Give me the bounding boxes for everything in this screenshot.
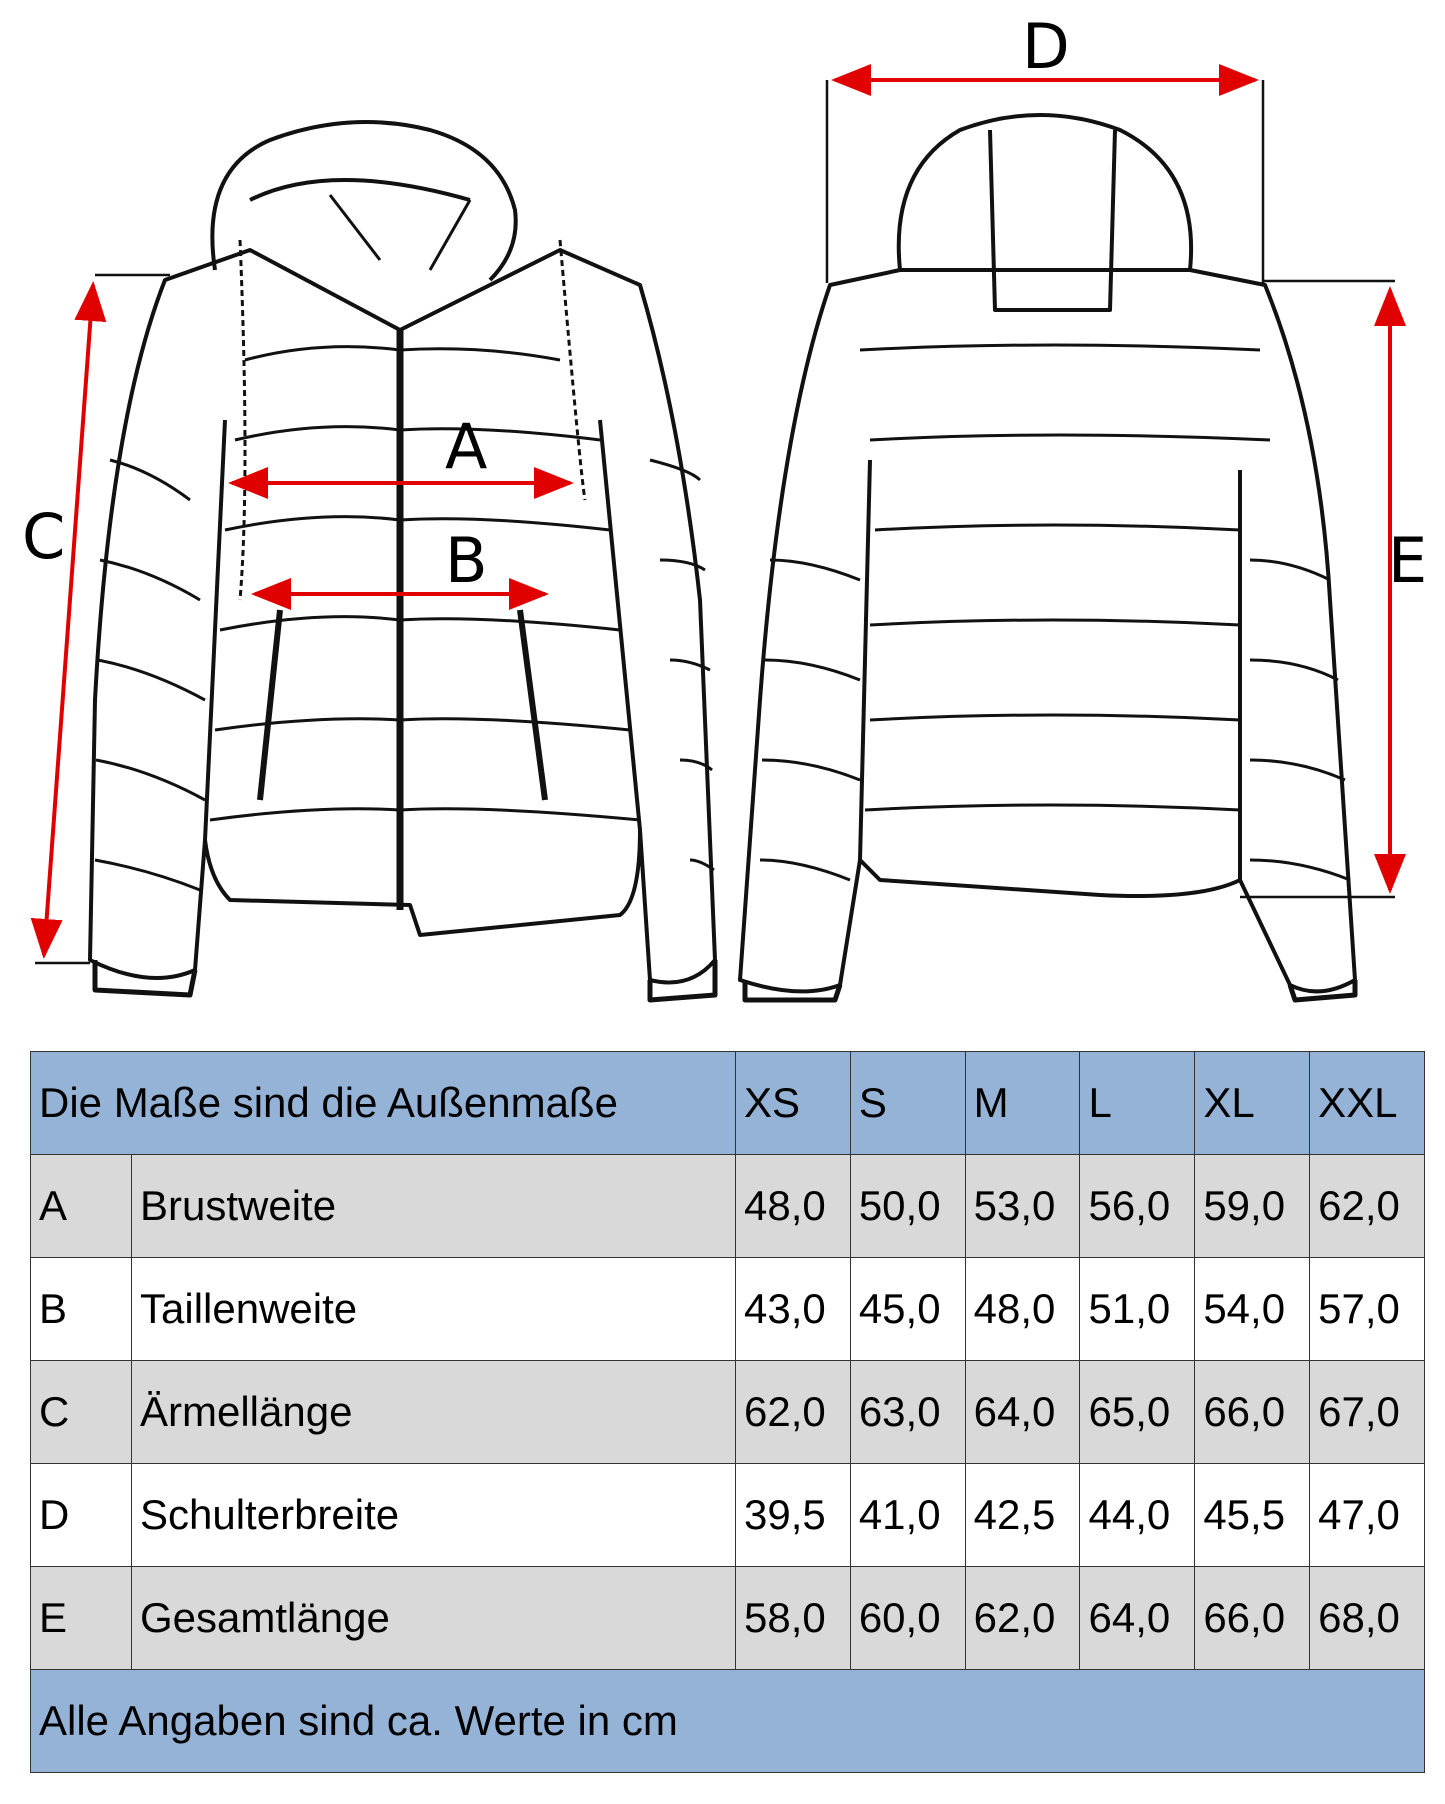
cell: 42,5 xyxy=(964,1463,1081,1567)
cell: 57,0 xyxy=(1309,1257,1425,1361)
cell: 54,0 xyxy=(1194,1257,1311,1361)
row-key: A xyxy=(30,1154,132,1258)
table-row: D Schulterbreite 39,5 41,0 42,5 44,0 45,… xyxy=(30,1463,1425,1567)
cell: 66,0 xyxy=(1194,1360,1311,1464)
label-b: B xyxy=(445,524,488,597)
cell: 53,0 xyxy=(964,1154,1081,1258)
cell: 67,0 xyxy=(1309,1360,1425,1464)
cell: 56,0 xyxy=(1079,1154,1196,1258)
table-header-row: Die Maße sind die Außenmaße XS S M L XL … xyxy=(30,1051,1425,1155)
row-key: C xyxy=(30,1360,132,1464)
header-title: Die Maße sind die Außenmaße xyxy=(30,1051,736,1155)
row-name: Brustweite xyxy=(131,1154,736,1258)
cell: 63,0 xyxy=(849,1360,966,1464)
row-name: Ärmellänge xyxy=(131,1360,736,1464)
measurement-arrows xyxy=(30,64,1406,959)
cell: 51,0 xyxy=(1079,1257,1196,1361)
size-header: XXL xyxy=(1309,1051,1425,1155)
cell: 62,0 xyxy=(735,1360,851,1464)
footer-note: Alle Angaben sind ca. Werte in cm xyxy=(30,1669,1425,1773)
row-key: D xyxy=(30,1463,132,1567)
cell: 65,0 xyxy=(1079,1360,1196,1464)
cell: 48,0 xyxy=(735,1154,851,1258)
label-e: E xyxy=(1388,524,1427,597)
cell: 43,0 xyxy=(735,1257,851,1361)
table-footer-row: Alle Angaben sind ca. Werte in cm xyxy=(30,1669,1425,1773)
table-row: C Ärmellänge 62,0 63,0 64,0 65,0 66,0 67… xyxy=(30,1360,1425,1464)
size-header: S xyxy=(849,1051,966,1155)
row-key: E xyxy=(30,1566,132,1670)
row-name: Gesamtlänge xyxy=(131,1566,736,1670)
label-c: C xyxy=(22,500,65,573)
cell: 68,0 xyxy=(1309,1566,1425,1670)
cell: 48,0 xyxy=(964,1257,1081,1361)
arrow-c xyxy=(30,281,107,959)
cell: 41,0 xyxy=(849,1463,966,1567)
size-header: M xyxy=(964,1051,1081,1155)
cell: 64,0 xyxy=(1079,1566,1196,1670)
cell: 58,0 xyxy=(735,1566,851,1670)
row-name: Schulterbreite xyxy=(131,1463,736,1567)
cell: 44,0 xyxy=(1079,1463,1196,1567)
back-jacket-illustration xyxy=(738,113,1358,1003)
table-row: A Brustweite 48,0 50,0 53,0 56,0 59,0 62… xyxy=(30,1154,1425,1258)
row-name: Taillenweite xyxy=(131,1257,736,1361)
cell: 50,0 xyxy=(849,1154,966,1258)
table-row: E Gesamtlänge 58,0 60,0 62,0 64,0 66,0 6… xyxy=(30,1566,1425,1670)
cell: 45,0 xyxy=(849,1257,966,1361)
row-key: B xyxy=(30,1257,132,1361)
cell: 66,0 xyxy=(1194,1566,1311,1670)
cell: 45,5 xyxy=(1194,1463,1311,1567)
size-header: XL xyxy=(1194,1051,1311,1155)
table-row: B Taillenweite 43,0 45,0 48,0 51,0 54,0 … xyxy=(30,1257,1425,1361)
cell: 59,0 xyxy=(1194,1154,1311,1258)
cell: 62,0 xyxy=(964,1566,1081,1670)
cell: 47,0 xyxy=(1309,1463,1425,1567)
size-header: XS xyxy=(735,1051,851,1155)
size-chart-table: Die Maße sind die Außenmaße XS S M L XL … xyxy=(30,1051,1425,1773)
label-a: A xyxy=(445,410,487,483)
jacket-measurement-diagram: D A B C E xyxy=(22,10,1427,1003)
cell: 62,0 xyxy=(1309,1154,1425,1258)
cell: 60,0 xyxy=(849,1566,966,1670)
measurement-guides xyxy=(35,80,1395,965)
cell: 39,5 xyxy=(735,1463,851,1567)
cell: 64,0 xyxy=(964,1360,1081,1464)
size-header: L xyxy=(1079,1051,1196,1155)
front-jacket-illustration xyxy=(88,120,718,1003)
label-d: D xyxy=(1022,10,1070,83)
